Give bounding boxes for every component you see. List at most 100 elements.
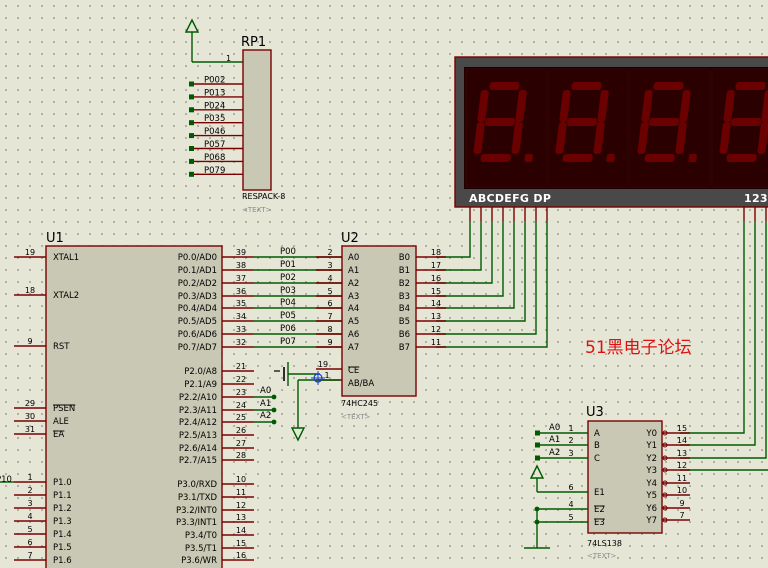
rp1-pin-label: P068 [204,153,225,163]
u2-74hc245[interactable]: U2 2A03A14A25A36A47A58A69A718B017B116B21… [316,231,446,421]
segment [562,154,593,162]
display-digits [465,68,768,188]
u3-pin-label: E3 [594,518,605,528]
u3-pin-number: 10 [677,486,687,495]
u1-pin-number: 5 [27,525,32,534]
u2-pin-label: A6 [348,330,359,340]
rp1-pin-dot [189,158,194,164]
segment-wire [436,221,515,309]
u1-pin-number: 25 [236,413,246,422]
u2-pin-number: 12 [431,325,441,334]
u1-pin-label: P2.4/A12 [179,418,217,428]
segment [559,90,571,122]
forum-watermark: 51黑电子论坛 [585,338,692,358]
segment [679,90,691,122]
decimal-point [606,154,615,162]
u3-pin-number: 2 [568,436,573,445]
u3-pin-label: E1 [594,488,605,498]
u3-pin-label: Y0 [645,429,657,439]
u2-pin-label: B2 [399,279,410,289]
rp1-ref: RP1 [241,35,266,50]
u1-pin-label: PSEN [53,404,75,414]
digit-segments [637,82,697,162]
u2-pin-label: A4 [348,304,359,314]
segment [648,118,680,126]
u3-pin-label: B [594,441,600,451]
power-terminal[interactable] [184,18,243,63]
segment [730,118,762,126]
segment-wire [436,221,471,258]
u1-pin-label: P2.0/A8 [184,367,217,377]
rp1-pin-label: P024 [204,101,225,111]
u2-pin-number: 8 [327,325,332,334]
segment [566,118,598,126]
u1-pin-label: P0.5/AD5 [178,317,217,327]
u2-pin-number: 3 [327,261,332,270]
segment-wire [436,221,526,322]
segment [644,154,675,162]
ground-symbol [290,427,306,442]
u3-pin-number: 12 [677,461,687,470]
rp1-pin-dot [189,107,194,113]
rp1-pin-dot [189,81,194,87]
u3-pin-number: 9 [679,499,684,508]
u2-pin-label: A5 [348,317,359,327]
u1-pin-number: 3 [27,499,32,508]
u3-ref: U3 [586,405,604,420]
rp1-pin-label: P046 [204,127,225,137]
u1-pin-label: P3.1/TXD [178,493,218,503]
u3-pin-number: 15 [677,424,687,433]
u2-pin-number: 13 [431,312,441,321]
digit-segments [473,82,533,162]
u1-pin-label: P1.6 [53,556,72,566]
u1-pin-number: 10 [236,475,246,484]
u3-input-net-label: A1 [549,435,560,445]
u3-pin-number: 14 [677,436,687,445]
u1-pin-number: 15 [236,539,246,548]
u1-pin-label: P0.4/AD4 [178,304,217,314]
u1-pin-label: P2.1/A9 [184,380,217,390]
u2-pin-label: A3 [348,292,359,302]
seven-segment-display[interactable]: ABCDEFG DP 123 [436,56,768,471]
u3-pin-label: Y4 [645,479,657,489]
u1-pin-number: 11 [236,488,246,497]
u2-pin-number: 18 [431,248,441,257]
u3-pin-number: 5 [568,513,573,522]
u1-pin-number: 33 [236,325,246,334]
p0-net-label: P04 [280,298,296,308]
u3-input-net-label: A0 [549,423,560,433]
segment-pins [436,207,768,471]
u1-pin-number: 39 [236,248,246,257]
u2-ce-pin-number: 19 [318,360,328,369]
u2-pin-label: B4 [399,304,410,314]
segment-pin-labels: ABCDEFG DP [469,192,551,205]
u1-pin-number: 9 [27,337,32,346]
ce-ground-branch[interactable] [274,362,340,442]
rp1-part-name: RESPACK-8 [242,192,285,201]
digit-segments [719,82,768,162]
segment [641,90,653,122]
u3-pin-label: Y7 [645,516,657,526]
u1-pin-label: P3.5/T1 [185,544,217,554]
u3-body [587,420,663,534]
rp1-pin-dot [189,133,194,139]
u1-pin-number: 38 [236,261,246,270]
segment [761,90,768,122]
u1-pin-number: 2 [27,486,32,495]
segment [653,82,684,90]
p2-net-label: A2 [260,411,271,421]
u1-pin-label: P3.0/RXD [177,480,217,490]
rp1-text-placeholder: <TEXT> [242,206,272,214]
u3-input-terminal [535,442,540,448]
u1-pin-number: 28 [236,451,246,460]
u1-pin-label: P0.6/AD6 [178,330,217,340]
rp1-body [242,49,272,191]
u3-enable-wiring[interactable] [524,464,588,549]
segment [484,118,516,126]
u1-microcontroller[interactable]: U1 19XTAL118XTAL29RST29PSEN30ALE31EA1P1.… [0,231,342,568]
u1-pin-number: 7 [27,551,32,560]
